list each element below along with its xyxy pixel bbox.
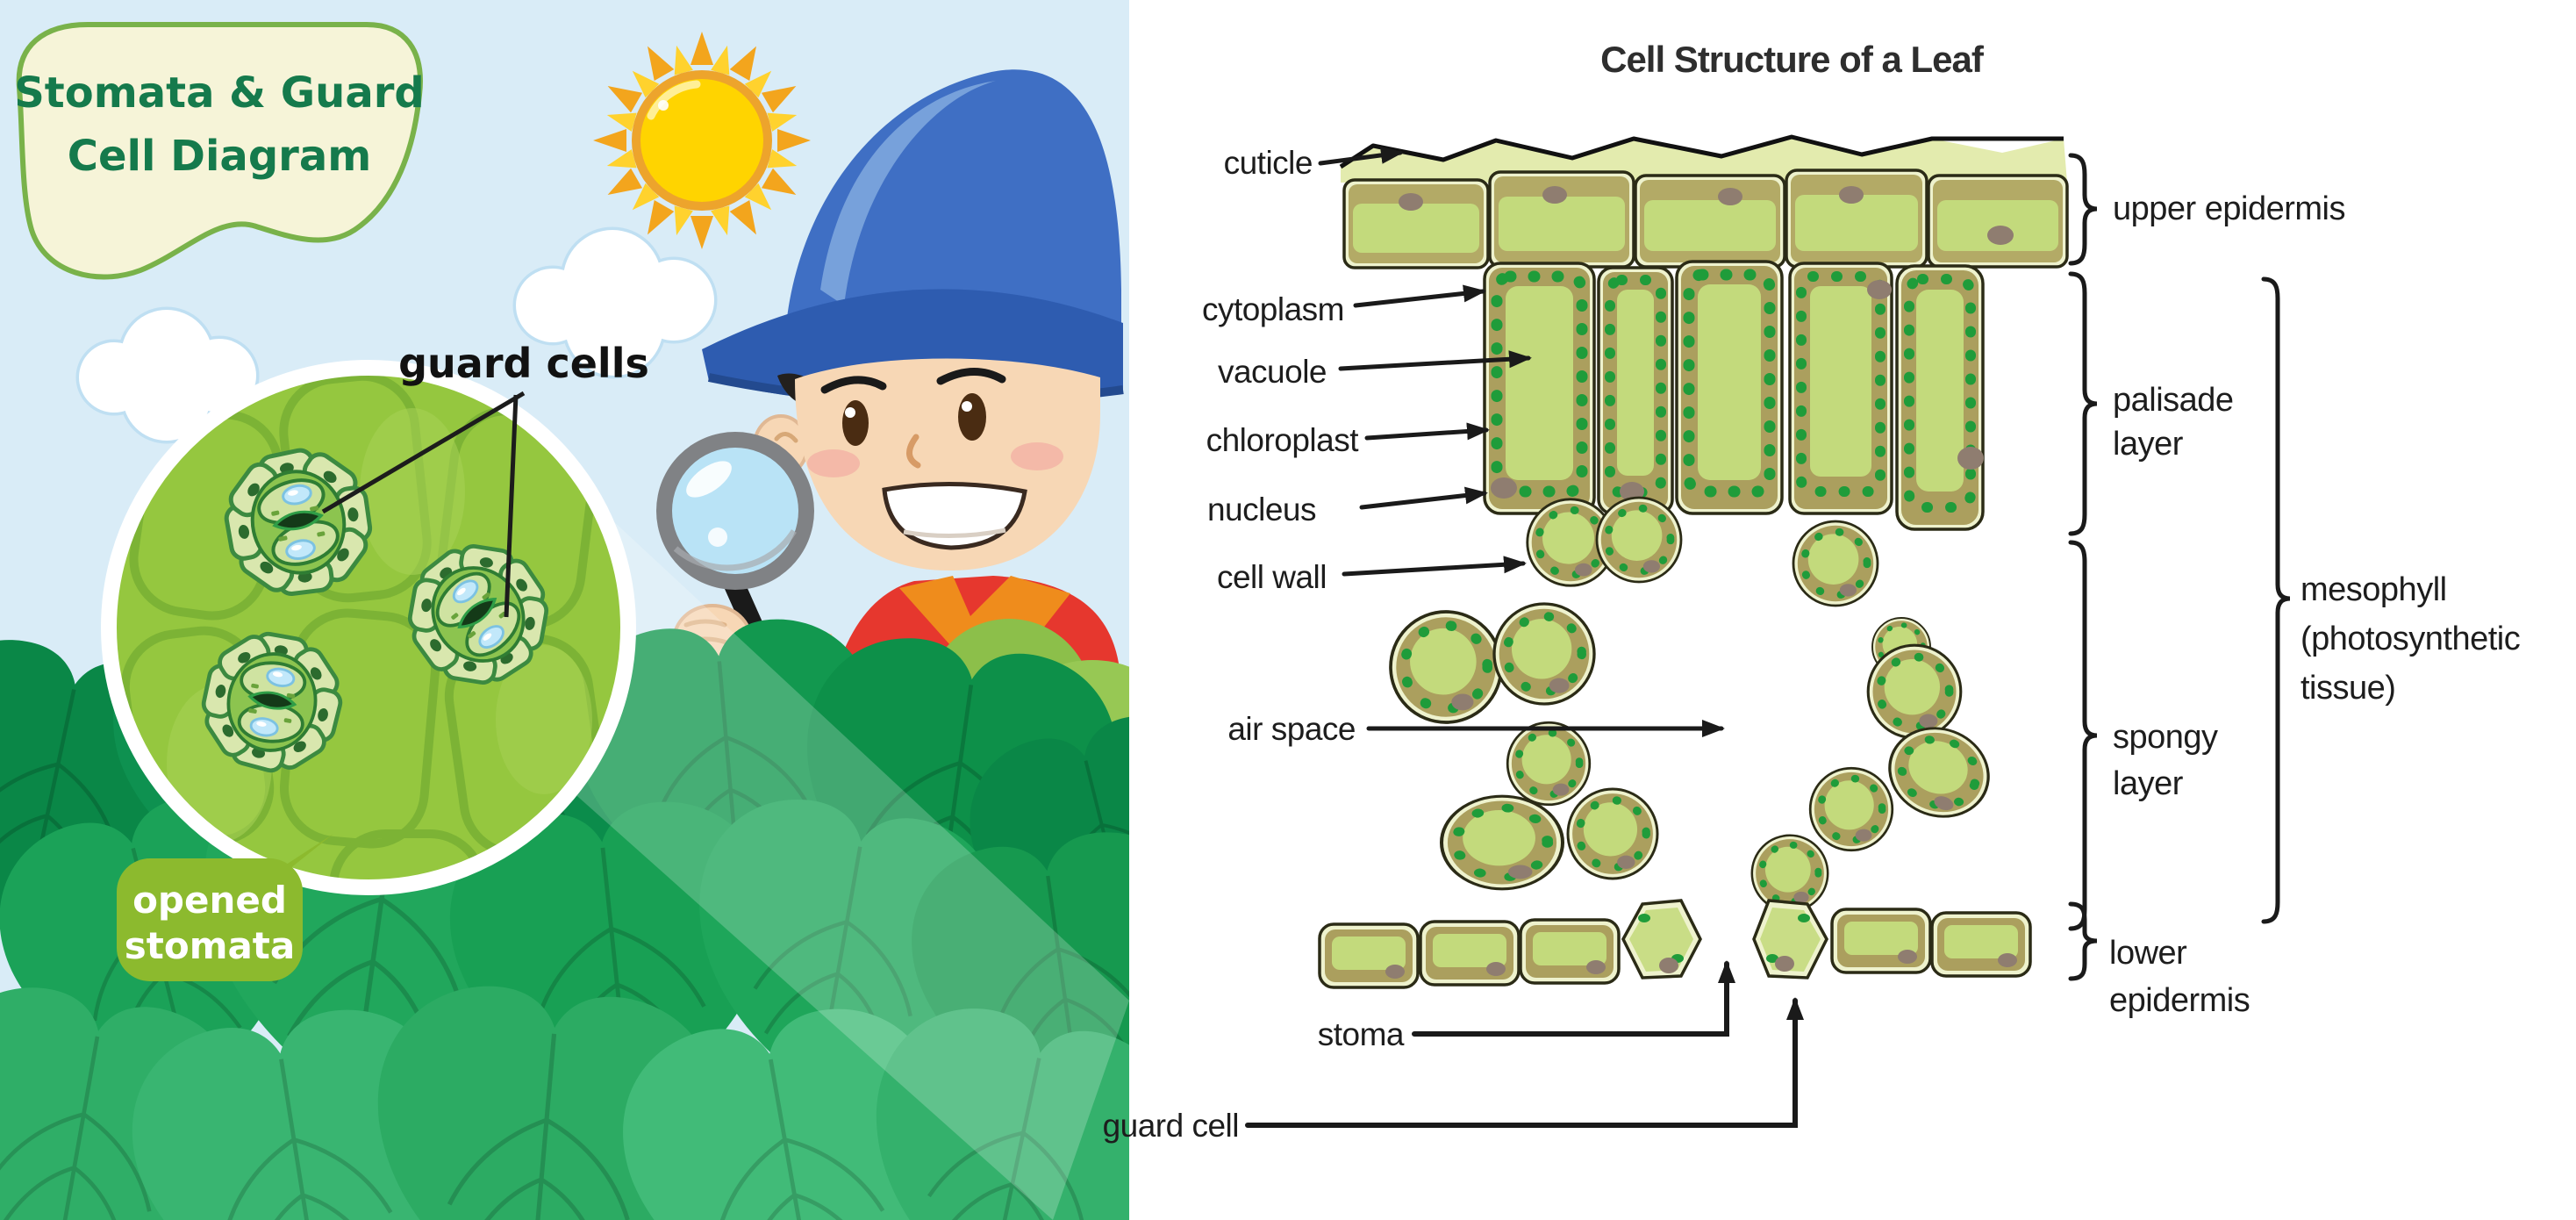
upper-epidermis-label: upper epidermis: [2113, 190, 2345, 227]
left-callouts: cuticle cytoplasm vacuole chloroplast nu…: [1103, 145, 1804, 1144]
cell-wall-label: cell wall: [1217, 559, 1327, 595]
sun-icon: [593, 32, 811, 249]
boy-face: [795, 358, 1100, 571]
nucleus-label: nucleus: [1207, 492, 1316, 527]
mesophyll-label-line3: tissue): [2301, 670, 2395, 707]
mesophyll-label-line2: (photosynthetic: [2301, 621, 2520, 657]
layer-labels: upper epidermis palisade layer spongy la…: [2109, 190, 2521, 1019]
title-blob: [16, 22, 423, 280]
leaves: [0, 597, 1129, 1220]
boy-blush: [1011, 442, 1063, 470]
opened-stomata-bubble: opened stomata: [117, 834, 333, 981]
pointer-line: [504, 394, 519, 618]
stomata-inset: [101, 360, 636, 895]
palisade-layer-label-line1: palisade: [2113, 382, 2234, 419]
guard-cell-right: [1752, 899, 1828, 980]
lower-epidermis-label-line2: epidermis: [2109, 982, 2250, 1019]
palisade-brace: [2068, 271, 2098, 536]
left-title-line2: Cell Diagram: [68, 132, 372, 181]
lower-epidermis-brace: [2068, 901, 2098, 981]
boy-eye: [842, 400, 869, 446]
cytoplasm-label: cytoplasm: [1202, 291, 1344, 327]
palisade-layer-label-line2: layer: [2113, 426, 2184, 463]
boy-blush: [807, 449, 860, 477]
left-title-line1: Stomata & Guard: [14, 68, 425, 118]
palisade-cells: [1483, 260, 1985, 531]
layer-braces: [2068, 153, 2291, 981]
pointer-line: [321, 391, 526, 514]
air-space-label: air space: [1227, 711, 1356, 747]
guard-cells-label: guard cells: [398, 340, 649, 387]
bubble-line2: stomata: [125, 924, 295, 967]
vacuole-label: vacuole: [1218, 354, 1327, 390]
lower-epidermis-label-line1: lower: [2109, 935, 2187, 972]
right-panel-title: Cell Structure of a Leaf: [1600, 39, 1985, 80]
upper-epidermis-brace: [2068, 153, 2098, 266]
spongy-cells: [1391, 498, 2000, 911]
mesophyll-label-line1: mesophyll: [2301, 571, 2447, 608]
boy-eyebrow: [820, 376, 887, 394]
spongy-layer-label-line2: layer: [2113, 765, 2184, 802]
cuticle-label: cuticle: [1224, 145, 1313, 181]
magnifier-lens: [672, 448, 798, 574]
magnifier-beam: [570, 518, 1129, 1220]
boy-eye: [958, 393, 986, 441]
chloroplast-label: chloroplast: [1206, 422, 1360, 458]
bubble-line1: opened: [132, 879, 287, 922]
cloud: [75, 306, 260, 444]
lower-epidermis-cells: [1318, 899, 2032, 989]
left-panel-illustration: guard cells Stomata & Guard Cell Diagram…: [0, 0, 1129, 1220]
stoma-label: stoma: [1318, 1016, 1405, 1052]
inset-ring: [101, 360, 636, 895]
boy-nose: [906, 434, 921, 469]
cloud: [512, 226, 718, 379]
spongy-brace: [2068, 540, 2098, 931]
title-banner: Stomata & Guard Cell Diagram: [14, 22, 425, 280]
guard-cells-annotation: guard cells: [321, 340, 649, 618]
leaf-cross-section-diagram: Cell Structure of a Leaf: [1103, 39, 2521, 1144]
mesophyll-brace: [2261, 276, 2291, 924]
guard-cell-left: [1621, 899, 1702, 980]
boy-eyebrow: [936, 368, 1006, 385]
upper-epidermis-cells: [1342, 169, 2069, 269]
guard-cell-label: guard cell: [1103, 1108, 1239, 1144]
spongy-layer-label-line1: spongy: [2113, 719, 2218, 756]
